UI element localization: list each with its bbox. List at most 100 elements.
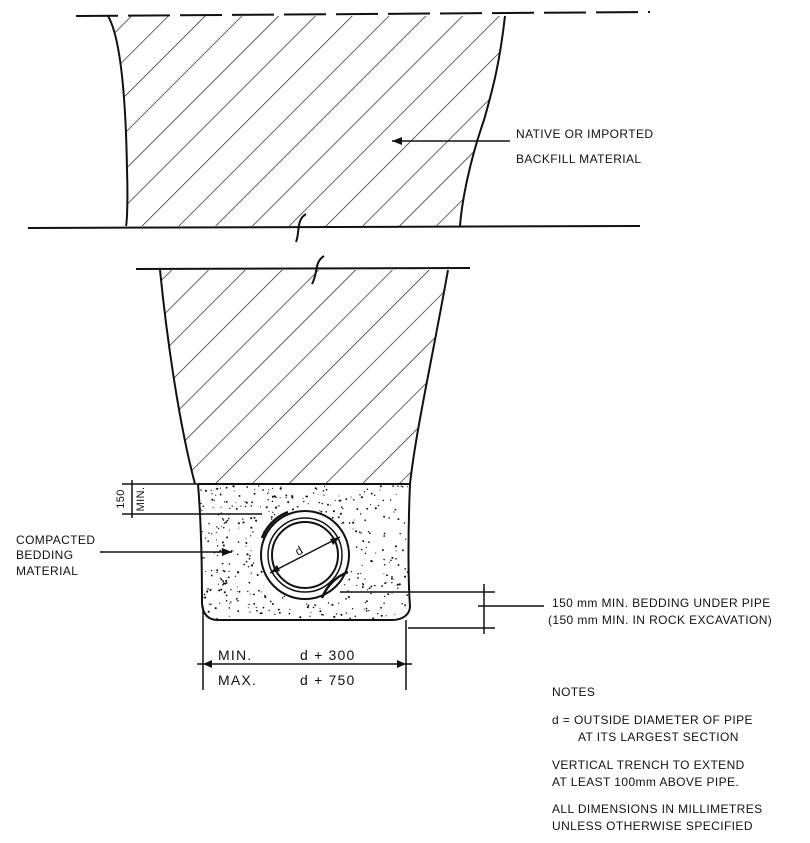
stipple-dot bbox=[316, 488, 318, 490]
stipple-dot bbox=[395, 550, 397, 552]
stipple-dot bbox=[353, 499, 355, 501]
stipple-dot bbox=[370, 492, 373, 495]
stipple-dot bbox=[303, 500, 305, 503]
stipple-dot bbox=[207, 540, 210, 543]
stipple-dot bbox=[272, 496, 275, 498]
stipple-dot bbox=[370, 592, 372, 595]
stipple-dot bbox=[262, 606, 265, 609]
stipple-dot bbox=[299, 616, 302, 619]
stipple-dot bbox=[264, 595, 267, 599]
stipple-dot bbox=[374, 507, 377, 510]
stipple-dot bbox=[250, 572, 252, 574]
stipple-dot bbox=[244, 501, 246, 503]
stipple-dot bbox=[291, 508, 294, 511]
stipple-dot bbox=[200, 489, 202, 491]
stipple-dot bbox=[229, 603, 231, 605]
stipple-dot bbox=[211, 533, 213, 535]
stipple-dot bbox=[223, 591, 226, 594]
stipple-dot bbox=[279, 497, 281, 499]
stipple-dot bbox=[246, 486, 249, 488]
stipple-dot bbox=[230, 601, 232, 603]
stipple-dot bbox=[360, 548, 363, 551]
stipple-dot bbox=[264, 594, 266, 597]
stipple-dot bbox=[406, 594, 409, 596]
stipple-dot bbox=[344, 584, 346, 586]
stipple-dot bbox=[217, 527, 220, 530]
stipple-dot bbox=[359, 494, 361, 496]
stipple-dot bbox=[222, 582, 225, 585]
stipple-dot bbox=[216, 569, 219, 572]
stipple-dot bbox=[221, 525, 223, 527]
stipple-dot bbox=[255, 606, 257, 609]
stipple-dot bbox=[198, 549, 200, 552]
note-2-line2: AT LEAST 100mm ABOVE PIPE. bbox=[552, 775, 739, 789]
stipple-dot bbox=[222, 519, 225, 521]
stipple-dot bbox=[330, 504, 332, 506]
stipple-dot bbox=[209, 603, 212, 606]
stipple-dot bbox=[207, 588, 209, 590]
upper-backfill-region bbox=[75, 11, 651, 227]
stipple-dot bbox=[207, 610, 210, 613]
stipple-dot bbox=[283, 595, 286, 598]
stipple-dot bbox=[222, 569, 225, 572]
stipple-dot bbox=[223, 501, 226, 503]
stipple-dot bbox=[208, 532, 210, 534]
stipple-dot bbox=[394, 613, 396, 615]
stipple-dot bbox=[228, 607, 231, 609]
stipple-dot bbox=[388, 561, 390, 563]
stipple-dot bbox=[350, 571, 353, 573]
stipple-dot bbox=[255, 519, 258, 522]
lower-backfill-region bbox=[159, 269, 449, 485]
stipple-dot bbox=[272, 511, 274, 513]
stipple-dot bbox=[222, 526, 225, 529]
stipple-dot bbox=[222, 544, 225, 547]
stipple-dot bbox=[240, 505, 242, 507]
stipple-dot bbox=[261, 612, 263, 614]
stipple-dot bbox=[256, 609, 258, 612]
stipple-dot bbox=[381, 585, 383, 587]
stipple-dot bbox=[237, 541, 240, 544]
stipple-dot bbox=[381, 549, 384, 551]
backfill-label-line1: NATIVE OR IMPORTED bbox=[516, 127, 653, 141]
section-break bbox=[27, 213, 641, 285]
stipple-dot bbox=[386, 574, 388, 577]
stipple-dot bbox=[390, 577, 393, 580]
stipple-dot bbox=[333, 615, 336, 618]
stipple-dot bbox=[383, 535, 386, 537]
stipple-dot bbox=[271, 500, 274, 503]
stipple-dot bbox=[359, 513, 362, 515]
stipple-dot bbox=[216, 571, 218, 574]
stipple-dot bbox=[219, 602, 221, 604]
stipple-dot bbox=[237, 610, 240, 613]
stipple-dot bbox=[340, 613, 343, 616]
stipple-dot bbox=[404, 603, 406, 606]
stipple-dot bbox=[202, 505, 205, 508]
stipple-dot bbox=[377, 504, 380, 507]
stipple-dot bbox=[331, 603, 334, 606]
stipple-dot bbox=[223, 522, 226, 524]
stipple-dot bbox=[380, 614, 383, 617]
stipple-dot bbox=[356, 584, 358, 587]
stipple-dot bbox=[250, 505, 253, 507]
notes-heading: NOTES bbox=[552, 685, 595, 699]
stipple-dot bbox=[366, 589, 369, 591]
stipple-dot bbox=[367, 530, 370, 533]
stipple-dot bbox=[227, 576, 230, 579]
stipple-dot bbox=[373, 584, 376, 587]
stipple-dot bbox=[365, 610, 368, 612]
stipple-dot bbox=[319, 607, 321, 609]
stipple-dot bbox=[208, 603, 210, 605]
stipple-dot bbox=[198, 616, 200, 618]
stipple-dot bbox=[325, 488, 328, 491]
stipple-dot bbox=[309, 615, 311, 617]
stipple-dot bbox=[406, 486, 409, 488]
stipple-dot bbox=[274, 613, 276, 616]
stipple-dot bbox=[380, 606, 382, 609]
stipple-dot bbox=[347, 596, 350, 599]
stipple-dot bbox=[206, 590, 209, 593]
stipple-dot bbox=[203, 557, 205, 559]
stipple-dot bbox=[345, 498, 348, 501]
stipple-dot bbox=[257, 485, 260, 487]
stipple-dot bbox=[236, 590, 238, 592]
stipple-dot bbox=[338, 495, 340, 497]
